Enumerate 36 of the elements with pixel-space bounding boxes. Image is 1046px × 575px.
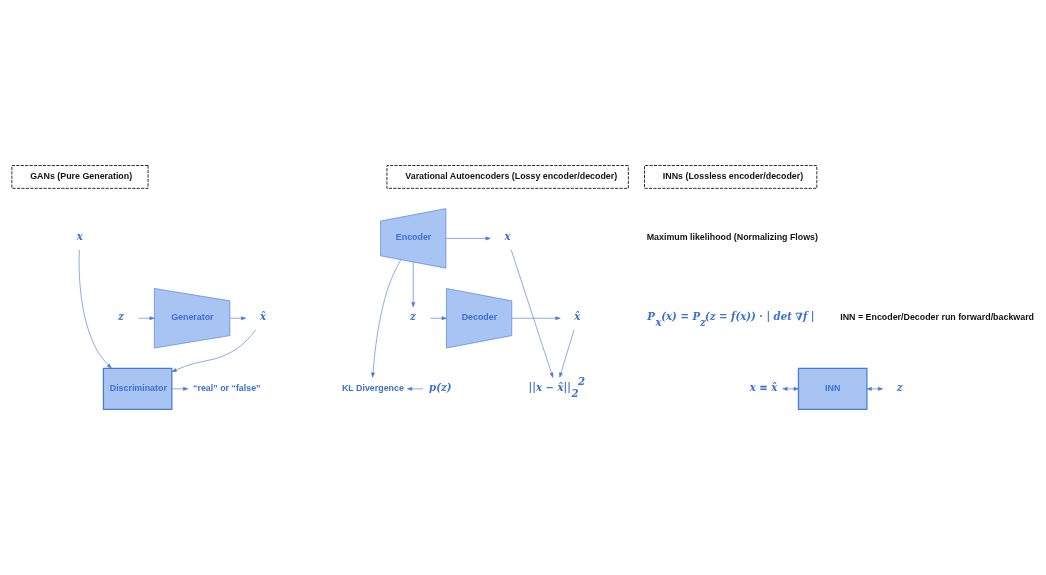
arrow [445,236,491,241]
arrow [407,387,424,391]
arrow [430,316,447,321]
node-box: Decoder [446,288,513,349]
arrow [229,316,247,321]
node-text: z [410,310,416,322]
node-box: Generator [154,288,231,349]
node-box: INN [797,367,868,411]
node-text: p(z) [429,380,452,393]
node-text: z [896,380,903,393]
node-box: GANs (Pure Generation) [11,165,149,189]
label: INN = Encoder/Decoder run forward/backward [840,311,1034,322]
node-text: x̂ [574,310,581,322]
arrow [371,259,402,378]
node-box: INNs (Lossless encoder/decoder) [644,165,818,189]
arrow [866,387,883,391]
arrow [171,387,189,391]
arrow [411,261,416,308]
arrow [511,316,561,321]
arrow [559,329,575,378]
label: Maximum likelihood (Normalizing Flows) [646,232,818,243]
arrow [510,249,554,378]
node-text: x̂ [259,310,266,322]
node-box: Varational Autoencoders (Lossy encoder/decoder) [386,165,629,189]
arrow [78,249,112,369]
arrow [171,329,257,373]
node-box: Discriminator [102,367,173,411]
arrow [782,387,799,391]
node-text: KL Divergence [341,382,404,393]
node-text: x [76,230,83,243]
node-box: Encoder [380,208,447,269]
node-text: z [117,310,124,322]
node-text: “real” or “false” [193,382,261,393]
node-text: x [504,230,511,243]
arrow [138,316,155,321]
node-text: x ≡ x̂ [749,380,778,393]
